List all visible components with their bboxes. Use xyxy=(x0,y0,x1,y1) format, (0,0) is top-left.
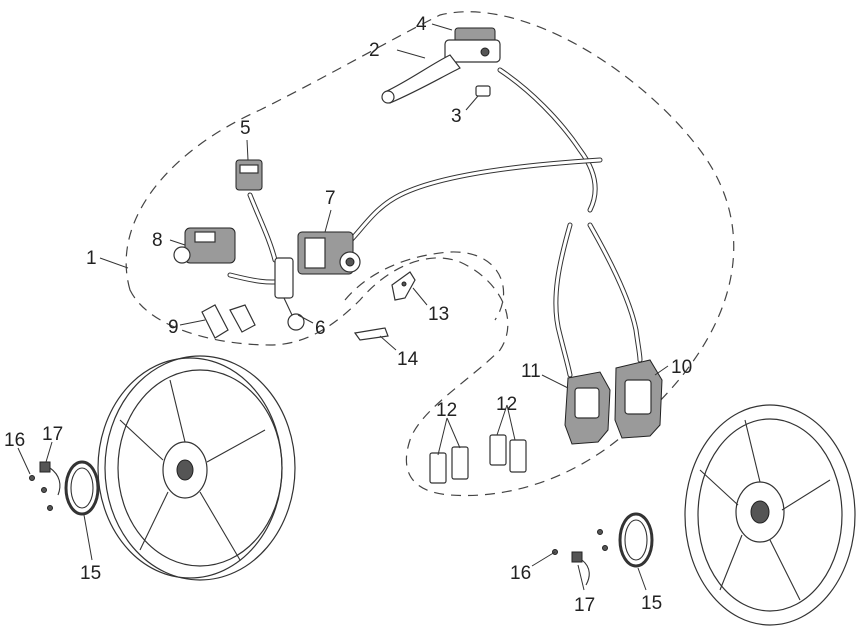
callout-12b: 12 xyxy=(496,394,517,415)
callout-14: 14 xyxy=(397,349,419,370)
assembly-1-outline xyxy=(125,11,735,497)
abs-tone-ring-rear xyxy=(618,512,654,568)
leader-lines xyxy=(17,23,669,591)
wheel-speed-sensor-rear xyxy=(552,529,608,586)
callout-13: 13 xyxy=(428,304,449,325)
callout-3: 3 xyxy=(451,106,462,127)
abs-tone-ring-front xyxy=(64,460,100,516)
callout-4: 4 xyxy=(416,14,427,35)
callout-1: 1 xyxy=(86,248,97,269)
callout-17b: 17 xyxy=(574,595,595,616)
callout-7: 7 xyxy=(325,188,336,209)
callout-10: 10 xyxy=(671,357,692,378)
callout-5: 5 xyxy=(240,118,251,139)
wheel-speed-sensor-front xyxy=(29,461,61,511)
callout-6: 6 xyxy=(315,318,326,339)
plate xyxy=(353,327,389,341)
callout-8: 8 xyxy=(152,230,163,251)
front-master-cylinder xyxy=(381,27,501,104)
assembly-sub-outline xyxy=(344,251,505,321)
rear-wheel xyxy=(684,404,856,626)
rear-brake-pads xyxy=(201,304,256,339)
front-wheel xyxy=(97,355,296,581)
callout-2: 2 xyxy=(369,40,380,61)
hose-junction xyxy=(274,257,305,331)
front-caliper-left xyxy=(564,371,611,445)
abs-modulator xyxy=(297,231,361,275)
callout-12a: 12 xyxy=(436,400,457,421)
callout-15a: 15 xyxy=(80,563,101,584)
rear-master-cylinder xyxy=(173,227,236,264)
front-brake-pads-b xyxy=(489,434,527,473)
callout-11: 11 xyxy=(521,361,541,382)
front-caliper-right xyxy=(614,359,663,439)
abs-connector xyxy=(235,159,263,191)
callout-16a: 16 xyxy=(4,430,25,451)
front-brake-pads-a xyxy=(429,446,469,484)
callout-15b: 15 xyxy=(641,593,662,614)
bracket xyxy=(391,271,416,301)
callout-16b: 16 xyxy=(510,563,531,584)
callout-9: 9 xyxy=(168,317,179,338)
callout-17a: 17 xyxy=(42,424,63,445)
